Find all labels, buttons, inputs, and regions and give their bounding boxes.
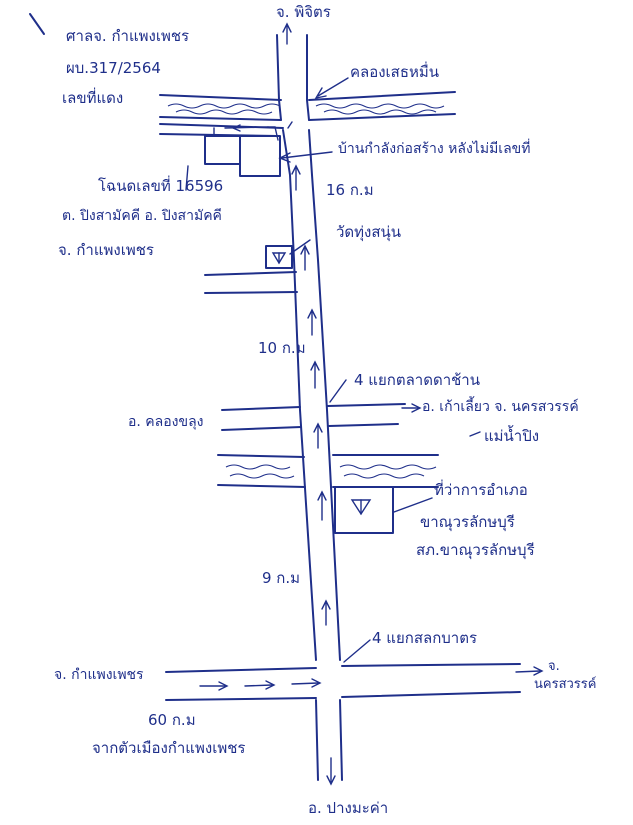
crossroad-1 — [221, 403, 406, 431]
plot-side-road — [159, 123, 284, 141]
deed-label: โฉนดเลขที่ 16596 — [98, 177, 224, 195]
main-road — [276, 34, 343, 781]
court-title: ศาลจ. กำแพงเพชร — [66, 27, 190, 45]
corner-mark — [29, 13, 45, 35]
deed-location: ต. ปิงสามัคคี อ. ปิงสามัคคี — [62, 208, 222, 224]
office-icon — [334, 486, 394, 534]
house-label: บ้านกำลังก่อสร้าง หลังไม่มีเลขที่ — [338, 141, 531, 157]
office-label-3: สภ.ขาณุวรลักษบุรี — [416, 541, 535, 559]
plot-house — [239, 135, 281, 177]
route-arrows — [282, 22, 336, 786]
distance-60km: 60 ก.ม — [148, 711, 196, 729]
west-1-label: อ. คลองขลุง — [128, 414, 204, 430]
red-case-number: เลขที่แดง — [62, 89, 124, 107]
temple-label: วัดทุ่งสนุ่น — [336, 223, 402, 241]
east-arrows — [199, 666, 544, 691]
distance-10km: 10 ก.ม — [258, 339, 306, 357]
crossroad-2 — [165, 663, 521, 701]
north-destination: จ. พิจิตร — [276, 3, 331, 21]
west-spur-road — [204, 271, 298, 294]
west-2-label: จ. กำแพงเพชร — [54, 667, 144, 683]
river — [217, 454, 439, 488]
province-west-label: จ. กำแพงเพชร — [58, 241, 154, 259]
leader-lines — [185, 77, 481, 663]
case-number: ผบ.317/2564 — [66, 59, 161, 77]
south-destination: อ. ปางมะค่า — [308, 799, 389, 817]
office-label-1: ที่ว่าการอำเภอ — [434, 481, 528, 499]
office-label-2: ขาณุวรลักษบุรี — [420, 513, 515, 531]
river-label: แม่น้ำปิง — [484, 427, 540, 445]
junction-2-label: 4 แยกสลกบาตร — [372, 629, 478, 647]
junction-1-label: 4 แยกตลาดดาช้าน — [354, 371, 480, 389]
canal — [159, 91, 456, 121]
distance-9km: 9 ก.ม — [262, 569, 301, 587]
canal-label: คลองเสธหมื่น — [350, 63, 440, 81]
temple-icon — [265, 245, 293, 269]
distance-16km: 16 ก.ม — [326, 181, 374, 199]
plot-deed — [204, 135, 241, 165]
east-2-label-b: นครสวรรค์ — [534, 677, 597, 692]
east-1-label: อ. เก้าเลี้ยว จ. นครสวรรค์ — [422, 399, 579, 415]
east-2-label-a: จ. — [548, 659, 560, 674]
from-city-label: จากตัวเมืองกำแพงเพชร — [92, 739, 246, 757]
